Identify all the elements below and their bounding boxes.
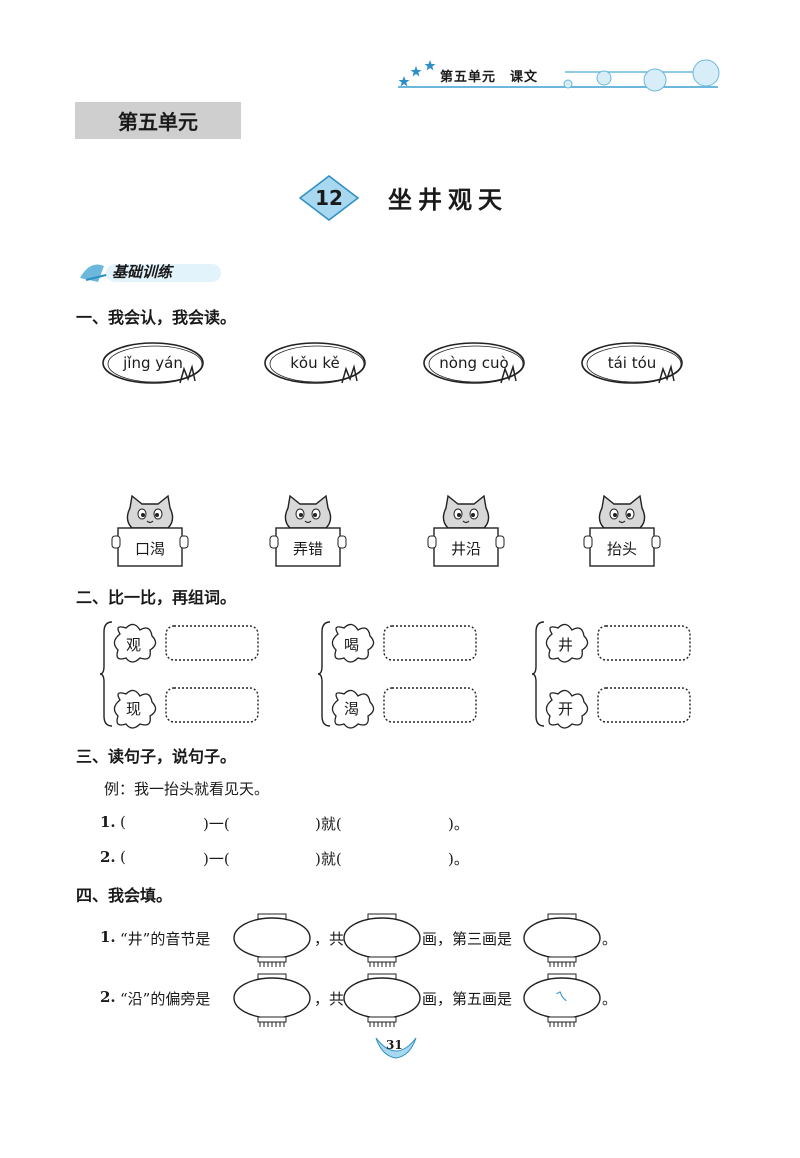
sign-word: 抬头 bbox=[606, 540, 637, 558]
fill-item-2: 2. “沿”的偏旁是 ，共 画，第五画是 ㄟ 。 bbox=[100, 972, 640, 1028]
header-stars bbox=[398, 60, 442, 88]
section4-title: 四、我会填。 bbox=[76, 886, 173, 905]
cat-sign: 井沿 bbox=[426, 494, 506, 570]
sign-word: 弄错 bbox=[292, 540, 323, 558]
sign-word: 口渴 bbox=[134, 540, 165, 558]
sign-word: 井沿 bbox=[450, 540, 481, 558]
pinyin-text: nòng cuò bbox=[439, 354, 509, 372]
item-number: 1. bbox=[100, 928, 116, 946]
sentence-line-1: 1. ( )一( )就( )。 bbox=[100, 813, 500, 835]
cat-sign: 口渴 bbox=[110, 494, 190, 570]
lesson-number-diamond: 12 bbox=[298, 174, 360, 222]
item-mid: 画，第五画是 bbox=[422, 990, 513, 1008]
compare-group: 观 现 bbox=[100, 618, 270, 730]
header-rule bbox=[398, 86, 718, 88]
lantern-blank bbox=[233, 973, 311, 1027]
header-bubbles bbox=[560, 58, 725, 92]
pinyin-text: kǒu kě bbox=[290, 354, 340, 372]
lesson-number: 12 bbox=[315, 186, 343, 210]
pinyin-oval: kǒu kě bbox=[262, 339, 372, 389]
pinyin-text: jǐng yán bbox=[123, 354, 183, 372]
pinyin-text: tái tóu bbox=[607, 354, 657, 372]
lantern-blank bbox=[343, 973, 421, 1027]
lantern-blank bbox=[233, 913, 311, 967]
section2-title: 二、比一比，再组词。 bbox=[76, 588, 237, 607]
item-end: 。 bbox=[602, 930, 618, 948]
page-number: 31 bbox=[386, 1038, 403, 1052]
running-title: 第五单元 课文 bbox=[440, 70, 539, 85]
page-number-badge bbox=[372, 1030, 420, 1062]
item-mid: ，共 bbox=[314, 990, 345, 1008]
paren-mid: )就( bbox=[315, 815, 342, 833]
paren-open: ( bbox=[120, 848, 126, 866]
pinyin-oval: tái tóu bbox=[579, 339, 689, 389]
paren-close: )。 bbox=[448, 815, 469, 833]
pinyin-oval: nòng cuò bbox=[421, 339, 531, 389]
sentence-line-2: 2. ( )一( )就( )。 bbox=[100, 848, 500, 870]
fill-item-1: 1. “井”的音节是 ，共 画，第三画是 。 bbox=[100, 912, 640, 968]
lantern-blank bbox=[343, 913, 421, 967]
compare-char: 喝 bbox=[344, 636, 360, 654]
item-mid: 画，第三画是 bbox=[422, 930, 513, 948]
item-mid: ，共 bbox=[314, 930, 345, 948]
basics-banner-label: 基础训练 bbox=[112, 263, 173, 281]
section3-title: 三、读句子，说句子。 bbox=[76, 747, 237, 766]
cat-sign: 弄错 bbox=[268, 494, 348, 570]
cat-sign: 抬头 bbox=[582, 494, 662, 570]
item-end: 。 bbox=[602, 990, 618, 1008]
lantern-blank bbox=[523, 973, 601, 1027]
compare-char: 观 bbox=[126, 636, 142, 654]
stroke-glyph: ㄟ bbox=[555, 990, 569, 1005]
paren-mid: )一( bbox=[203, 850, 230, 868]
item-prefix: “井”的音节是 bbox=[120, 930, 211, 948]
lantern-blank bbox=[523, 913, 601, 967]
compare-group: 井 开 bbox=[532, 618, 702, 730]
item-prefix: “沿”的偏旁是 bbox=[120, 990, 211, 1008]
item-number: 2. bbox=[100, 988, 116, 1006]
compare-char: 开 bbox=[558, 700, 574, 718]
paren-mid: )就( bbox=[315, 850, 342, 868]
compare-char: 渴 bbox=[344, 700, 360, 718]
section1-title: 一、我会认，我会读。 bbox=[76, 308, 237, 327]
paren-open: ( bbox=[120, 813, 126, 831]
basics-banner: 基础训练 bbox=[76, 256, 226, 286]
unit-label: 第五单元 bbox=[75, 102, 241, 139]
compare-char: 现 bbox=[126, 700, 142, 718]
paren-mid: )一( bbox=[203, 815, 230, 833]
compare-char: 井 bbox=[558, 636, 574, 654]
paren-close: )。 bbox=[448, 850, 469, 868]
compare-group: 喝 渴 bbox=[318, 618, 488, 730]
line-number: 1. bbox=[100, 813, 116, 831]
line-number: 2. bbox=[100, 848, 116, 866]
example-sentence: 例：我一抬头就看见天。 bbox=[104, 780, 270, 798]
lesson-title: 坐井观天 bbox=[388, 186, 508, 214]
pinyin-oval: jǐng yán bbox=[100, 339, 210, 389]
